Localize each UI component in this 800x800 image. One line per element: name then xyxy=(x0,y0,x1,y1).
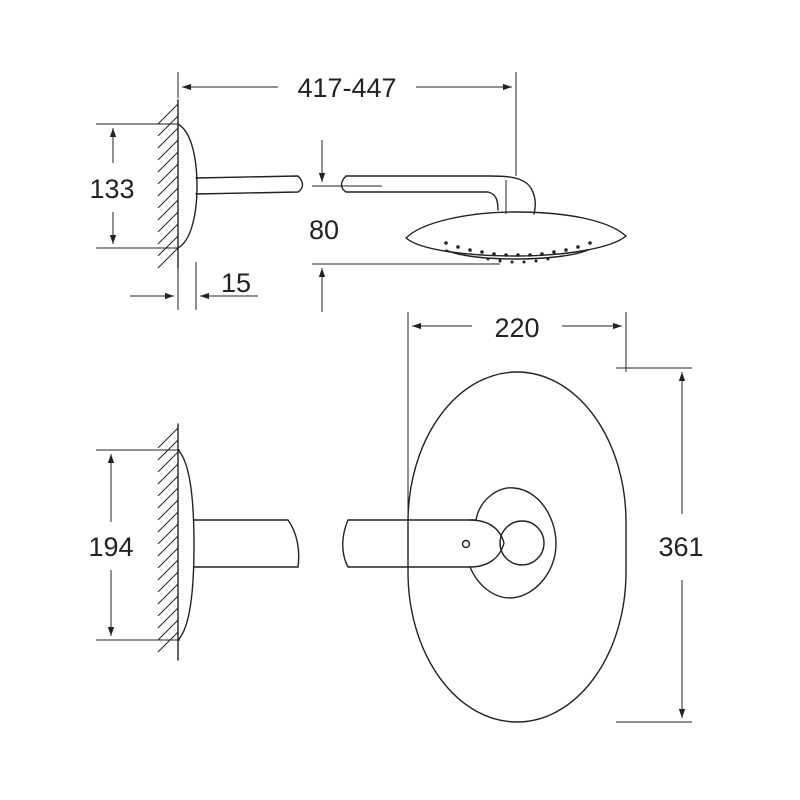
dimension-label-head-length: 361 xyxy=(658,532,703,562)
set-screw-icon xyxy=(461,539,471,549)
head-top-view: 220 361 xyxy=(342,312,704,723)
dimension-label-flange-depth: 15 xyxy=(221,268,251,298)
dimension-label-flange-height-top: 194 xyxy=(88,532,133,562)
dimension-head-drop: 80 xyxy=(309,140,500,312)
wall-flange-side xyxy=(177,123,198,249)
dimension-head-width: 220 xyxy=(407,312,627,538)
dimension-label-head-drop: 80 xyxy=(309,215,339,245)
dimension-label-flange-height-side: 133 xyxy=(89,174,134,204)
shower-arm-left-side xyxy=(195,175,304,195)
shower-head-plate xyxy=(407,371,627,723)
shower-head-hub xyxy=(469,487,557,599)
wall-side xyxy=(157,99,179,269)
wall-top xyxy=(157,423,179,661)
side-view: 417-447 133 80 15 xyxy=(89,72,627,312)
shower-arm-right-side xyxy=(340,175,537,215)
dimension-flange-height-side: 133 xyxy=(89,123,178,249)
dimension-label-arm-length: 417-447 xyxy=(297,73,396,103)
shower-arm-right-top xyxy=(342,519,477,568)
dimension-arm-length: 417-447 xyxy=(177,72,517,176)
shower-arm-left-top xyxy=(193,519,300,568)
dimension-label-head-width: 220 xyxy=(494,313,539,343)
flange-view xyxy=(157,423,300,661)
dimension-flange-depth: 15 xyxy=(130,262,258,310)
dimension-head-length: 361 xyxy=(616,367,704,723)
shower-arm-pivot xyxy=(499,520,545,566)
shower-head-side xyxy=(405,211,627,264)
dimension-flange-height-top: 194 xyxy=(88,449,180,641)
wall-flange-top xyxy=(177,449,195,641)
